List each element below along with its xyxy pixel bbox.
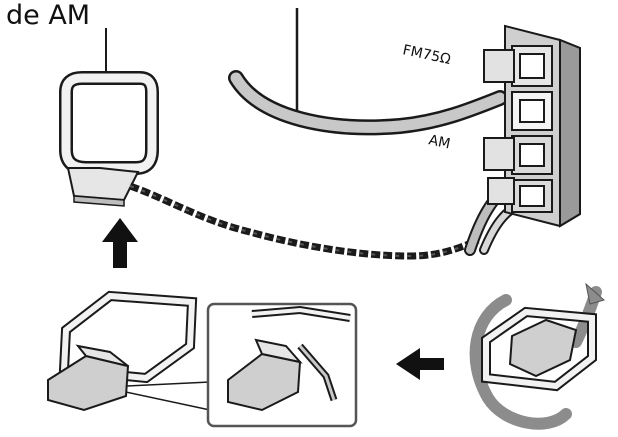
am-terminal-label: AM <box>427 132 452 152</box>
loop-antenna-upright <box>59 71 159 207</box>
loop-antenna-folded <box>481 306 597 392</box>
detail-view <box>227 305 351 412</box>
fm-wire <box>228 70 508 136</box>
antenna-terminal-panel <box>483 24 581 228</box>
fm-terminal-label: FM75Ω <box>401 42 452 68</box>
arrow-up-icon <box>102 218 138 268</box>
arrow-left-icon <box>396 348 444 380</box>
caption-text: de AM <box>6 0 91 31</box>
loop-antenna-assembled <box>47 290 198 412</box>
rotate-arrow-icon <box>469 294 572 430</box>
am-twisted-wire <box>128 182 480 260</box>
